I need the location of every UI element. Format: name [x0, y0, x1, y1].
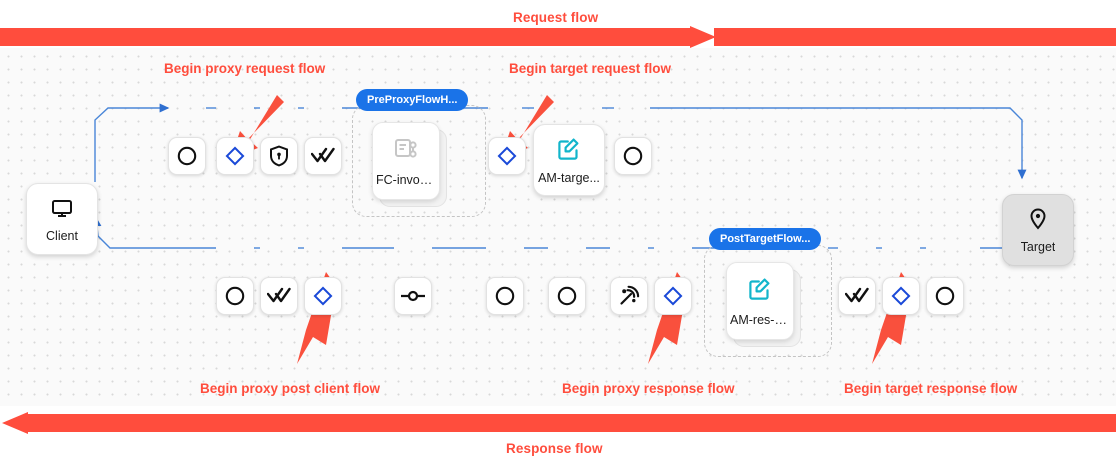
shield-lock-icon: [269, 145, 289, 167]
step-circle-3[interactable]: [216, 277, 254, 315]
step-double-check-3[interactable]: [838, 277, 876, 315]
assign-message-icon: [747, 276, 773, 307]
flow-callout-icon: [393, 136, 419, 167]
circle-icon: [622, 145, 644, 167]
node-client[interactable]: Client: [26, 183, 98, 255]
double-check-icon: [845, 287, 869, 305]
step-diamond-4[interactable]: [654, 277, 692, 315]
annotation-begin-target-request-flow: Begin target request flow: [509, 61, 672, 76]
step-circle-2[interactable]: [614, 137, 652, 175]
response-flow-bar: [0, 412, 1116, 434]
policy-fc-invoke[interactable]: FC-invok...: [372, 122, 447, 207]
diamond-icon: [225, 146, 245, 166]
circle-icon: [224, 285, 246, 307]
step-circle-1[interactable]: [168, 137, 206, 175]
double-check-icon: [311, 147, 335, 165]
annotation-begin-proxy-response-flow: Begin proxy response flow: [562, 381, 735, 396]
step-double-check-2[interactable]: [260, 277, 298, 315]
annotation-begin-target-response-flow: Begin target response flow: [844, 381, 1018, 396]
step-shield-lock[interactable]: [260, 137, 298, 175]
policy-am-target-label: AM-targe...: [538, 170, 600, 185]
step-circle-5[interactable]: [548, 277, 586, 315]
step-circle-6[interactable]: [926, 277, 964, 315]
node-target-label: Target: [1020, 239, 1056, 254]
assign-message-icon: [556, 136, 582, 167]
policy-am-res-h[interactable]: AM-res-h...: [726, 262, 801, 347]
step-diamond-5[interactable]: [882, 277, 920, 315]
step-broadcast[interactable]: [610, 277, 648, 315]
hook-pill-pre-proxy-flow-hook[interactable]: PreProxyFlowH...: [356, 89, 469, 111]
inline-node-icon: [400, 288, 426, 304]
step-double-check-1[interactable]: [304, 137, 342, 175]
diamond-icon: [497, 146, 517, 166]
policy-fc-invoke-label: FC-invok...: [376, 172, 436, 187]
diamond-icon: [663, 286, 683, 306]
step-link-node[interactable]: [394, 277, 432, 315]
policy-card[interactable]: AM-res-h...: [726, 262, 794, 340]
circle-icon: [556, 285, 578, 307]
step-diamond-3[interactable]: [304, 277, 342, 315]
circle-icon: [934, 285, 956, 307]
policy-card[interactable]: FC-invok...: [372, 122, 440, 200]
request-flow-bar: [0, 26, 1116, 48]
policy-am-res-h-label: AM-res-h...: [730, 312, 790, 327]
circle-icon: [494, 285, 516, 307]
node-client-label: Client: [46, 228, 78, 243]
diamond-icon: [313, 286, 333, 306]
double-check-icon: [267, 287, 291, 305]
policy-am-target[interactable]: AM-targe...: [533, 124, 605, 196]
step-diamond-2[interactable]: [488, 137, 526, 175]
hook-pill-post-target-flow-hook[interactable]: PostTargetFlow...: [709, 228, 822, 250]
circle-icon: [176, 145, 198, 167]
annotation-begin-proxy-post-client-flow: Begin proxy post client flow: [200, 381, 381, 396]
diamond-icon: [891, 286, 911, 306]
node-target[interactable]: Target: [1002, 194, 1074, 266]
location-pin-icon: [1027, 207, 1049, 236]
monitor-icon: [50, 196, 74, 225]
step-diamond-1[interactable]: [216, 137, 254, 175]
annotation-begin-proxy-request-flow: Begin proxy request flow: [164, 61, 326, 76]
response-flow-label: Response flow: [506, 441, 603, 456]
request-flow-label: Request flow: [513, 10, 599, 25]
step-circle-4[interactable]: [486, 277, 524, 315]
broadcast-icon: [618, 285, 640, 307]
